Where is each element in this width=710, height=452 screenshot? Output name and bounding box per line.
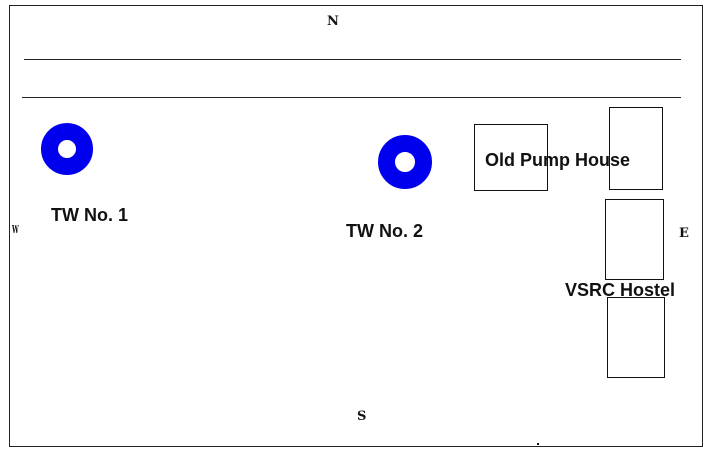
compass-east: E (679, 226, 689, 241)
tube-well-1-icon (41, 123, 93, 175)
vsrc-hostel-box-lower (607, 297, 665, 378)
vsrc-hostel-label: VSRC Hostel (565, 280, 676, 300)
compass-west: W (12, 223, 19, 236)
old-pump-house-label: Old Pump House (485, 150, 631, 170)
compass-south: S (357, 409, 367, 424)
road-line-lower (22, 97, 681, 98)
road-line-upper (24, 59, 681, 60)
tube-well-1-label: TW No. 1 (51, 205, 128, 225)
building-box-1 (609, 107, 663, 190)
map-frame (9, 5, 703, 447)
vsrc-hostel-box-upper (605, 199, 664, 280)
compass-north: N (327, 14, 339, 29)
stray-dot (537, 443, 539, 445)
tube-well-2-label: TW No. 2 (346, 221, 423, 241)
tube-well-2-icon (378, 135, 432, 189)
old-pump-house-box (474, 124, 548, 191)
